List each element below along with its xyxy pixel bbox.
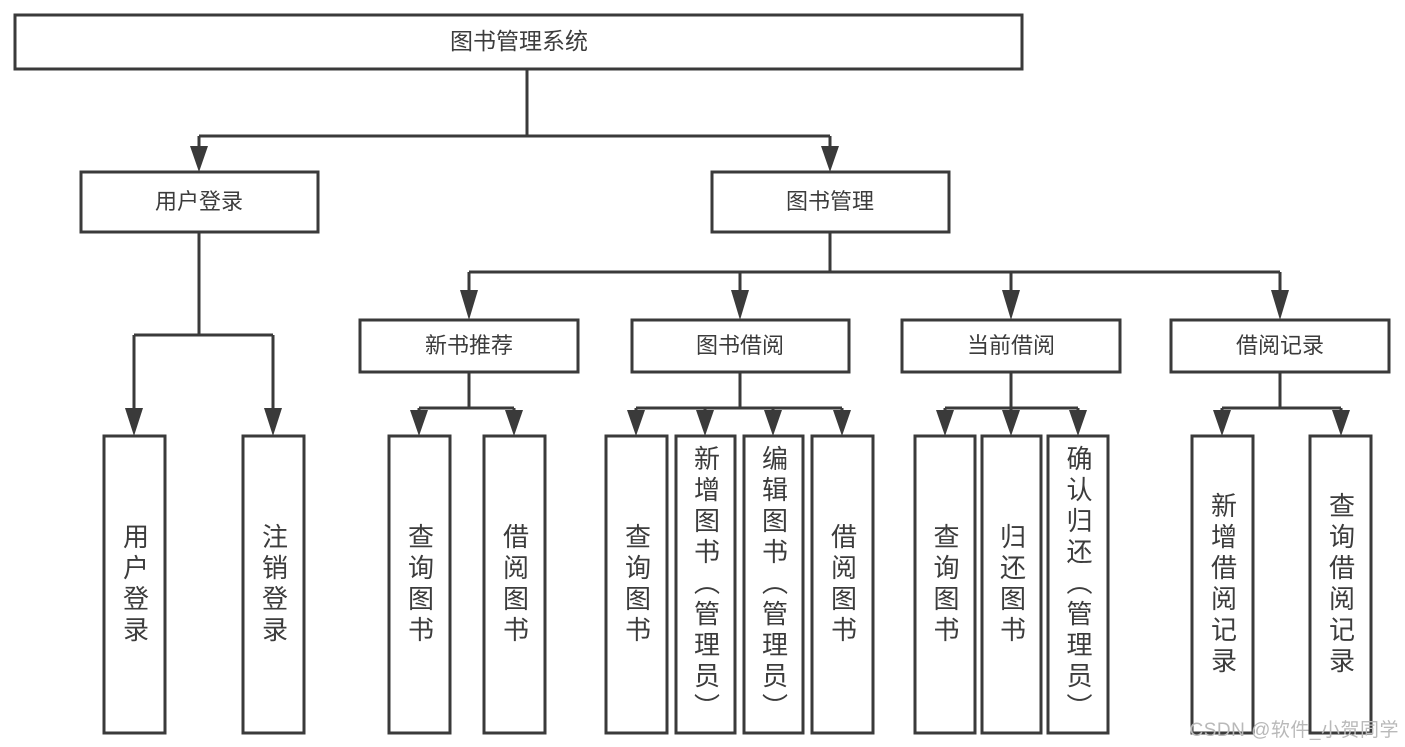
leaf-box-current-2[interactable] [1046,434,1110,735]
arrowhead-user-login-2 [264,408,282,436]
node-book-management-box[interactable] [710,170,951,234]
arrowhead-level3-3 [1002,290,1020,320]
leaf-box-recommend-0[interactable] [387,434,452,735]
node-new-book-recommend-label: 新书推荐 [425,333,513,358]
arrowhead-record-2 [1332,410,1350,436]
arrowhead-current-2 [1002,410,1020,436]
node-root-label: 图书管理系统 [450,28,588,54]
arrowhead-current-3 [1069,410,1087,436]
node-borrow-record-box[interactable] [1169,318,1391,374]
leaf-box-current-0[interactable] [913,434,977,735]
arrowhead-level3-2 [731,290,749,320]
leaf-box-borrow-2[interactable] [742,434,805,735]
arrowhead-recommend-1 [410,410,428,436]
leaf-box-record-0[interactable] [1190,434,1255,735]
node-root-box[interactable] [13,13,1024,71]
leaf-box-record-1[interactable] [1308,434,1373,735]
node-book-borrow-box[interactable] [630,318,851,374]
csdn-watermark: CSDN @软件_小贺同学 [1189,720,1399,741]
leaf-box-borrow-0[interactable] [604,434,669,735]
node-book-borrow-label: 图书借阅 [696,333,784,358]
leaf-box-user-login-0[interactable] [102,434,167,735]
node-new-book-recommend-box[interactable] [358,318,580,374]
node-current-borrow-box[interactable] [900,318,1122,374]
arrowhead-level2-1 [190,146,208,172]
leaf-box-borrow-3[interactable] [810,434,875,735]
arrowhead-borrow-2 [696,410,714,436]
arrowhead-recommend-2 [505,410,523,436]
arrowhead-borrow-4 [833,410,851,436]
arrowhead-borrow-3 [764,410,782,436]
node-current-borrow-label: 当前借阅 [967,333,1055,358]
node-book-management-label: 图书管理 [786,189,874,214]
leaf-box-recommend-1[interactable] [482,434,547,735]
arrowhead-level3-1 [460,290,478,320]
leaf-box-borrow-1[interactable] [674,434,737,735]
leaf-box-user-login-1[interactable] [241,434,306,735]
arrowhead-level2-2 [821,146,839,172]
leaf-box-current-1[interactable] [980,434,1043,735]
arrowhead-record-1 [1213,410,1231,436]
arrowhead-level3-4 [1271,290,1289,320]
arrowhead-borrow-1 [627,410,645,436]
node-borrow-record-label: 借阅记录 [1236,333,1324,358]
node-user-login-label: 用户登录 [155,189,243,214]
arrowhead-user-login-1 [125,408,143,436]
arrowhead-current-1 [936,410,954,436]
